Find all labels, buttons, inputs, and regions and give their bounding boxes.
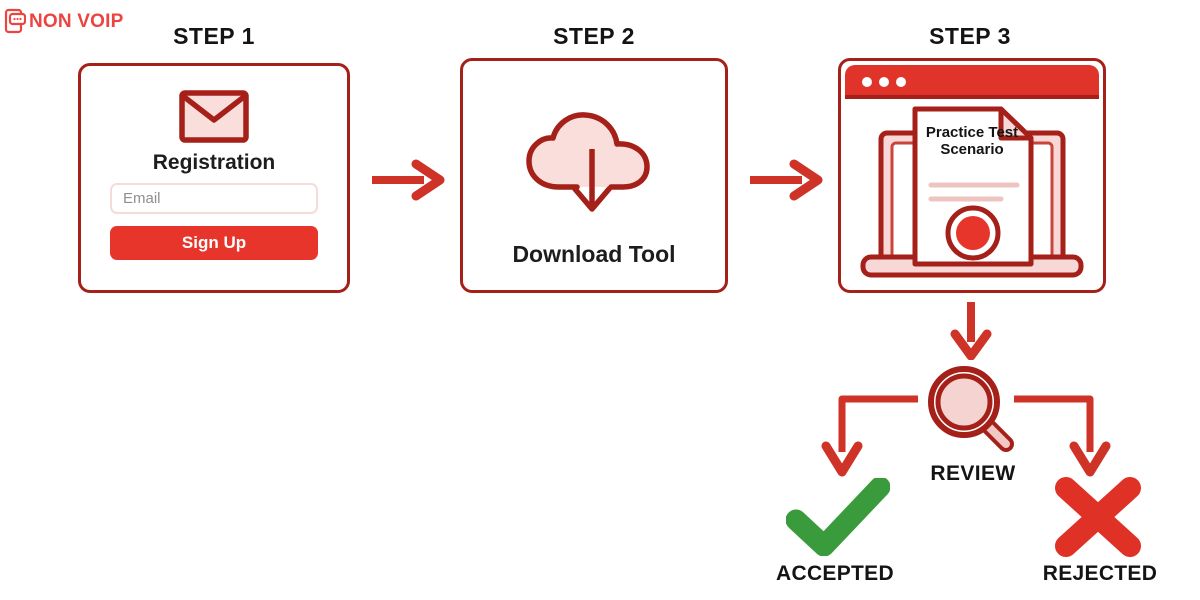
sign-up-button[interactable]: Sign Up	[110, 226, 318, 260]
email-placeholder-text: Email	[123, 190, 161, 207]
brand-name: NON VOIP	[29, 10, 124, 32]
step-3-card: Practice Test Scenario	[838, 58, 1106, 293]
arrow-down-icon-step3-review	[948, 300, 994, 365]
rejected-label: REJECTED	[1042, 562, 1158, 585]
accepted-label: ACCEPTED	[776, 562, 894, 585]
step-3-title: STEP 3	[929, 23, 1011, 49]
browser-laptop-document-icon	[841, 61, 1103, 290]
step-2-title: STEP 2	[553, 23, 635, 49]
brand-logo: NON VOIP	[4, 8, 124, 34]
elbow-arrow-left-icon	[812, 392, 922, 487]
email-field[interactable]: Email	[110, 183, 318, 214]
cross-mark-icon	[1050, 476, 1146, 563]
elbow-arrow-right-icon	[1010, 392, 1120, 487]
arrow-right-icon-step1-step2	[370, 158, 448, 207]
review-label: REVIEW	[930, 462, 1016, 485]
step-1-card: Registration Email Sign Up	[78, 63, 350, 293]
envelope-icon	[179, 90, 249, 148]
step-1-title: STEP 1	[173, 23, 255, 49]
document-title: Practice Test Scenario	[902, 124, 1042, 159]
arrow-right-icon-step2-step3	[748, 158, 826, 207]
document-title-line-2: Scenario	[940, 140, 1004, 158]
cloud-download-icon	[519, 101, 669, 231]
registration-heading: Registration	[152, 151, 276, 174]
check-mark-icon	[785, 476, 891, 561]
download-tool-heading: Download Tool	[512, 241, 676, 267]
document-title-line-1: Practice Test	[925, 124, 1019, 141]
magnifier-icon	[922, 360, 1022, 465]
mobile-phone-icon	[4, 8, 27, 34]
step-2-card: Download Tool	[460, 58, 728, 293]
